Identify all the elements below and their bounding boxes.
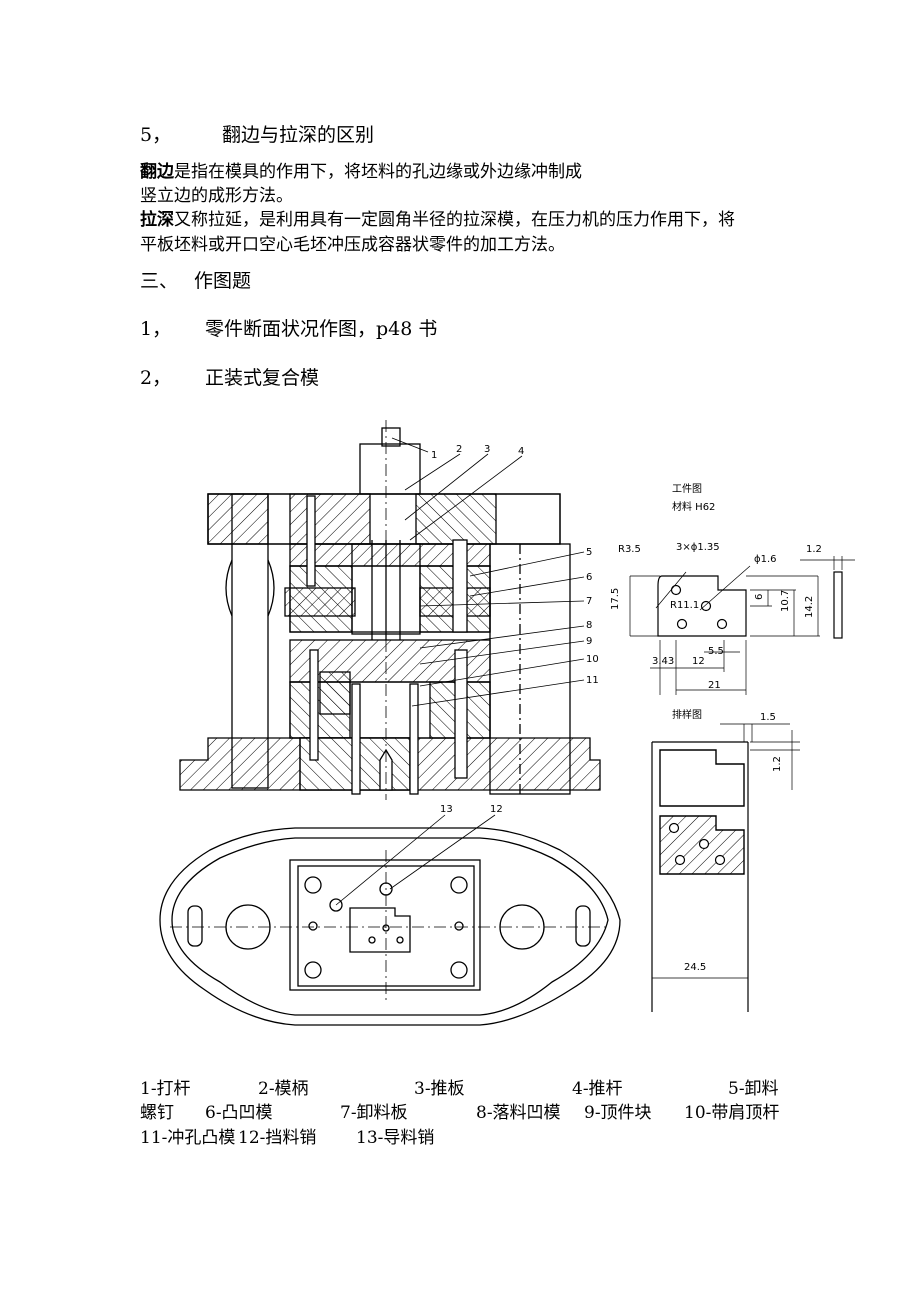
legend-item: 12-挡料销 (238, 1128, 317, 1148)
dim-d21: 21 (708, 680, 721, 691)
legend-item: 4-推杆 (572, 1079, 623, 1099)
legend-item: 2-模柄 (258, 1079, 309, 1099)
dim-phi16: ϕ1.6 (754, 554, 777, 565)
dim-d55: 5.5 (708, 646, 724, 657)
drawing-text-1: 又称拉延，是利用具有一定圆角半径的拉深模，在压力机的压力作用下，将 (174, 210, 735, 230)
die-plan-view (159, 827, 621, 1026)
legend-item: 10-带肩顶杆 (684, 1103, 780, 1123)
dim-thick: 1.2 (806, 544, 822, 555)
legend-item: 8-落料凹模 (476, 1103, 561, 1123)
callout-5: 5 (586, 547, 592, 558)
callout-13: 13 (440, 804, 453, 815)
drawing-definition: 拉深又称拉延，是利用具有一定圆角半径的拉深模，在压力机的压力作用下，将 (140, 209, 735, 231)
workpiece-title: 工件图 (672, 483, 702, 495)
section5-title: 翻边与拉深的区别 (222, 124, 375, 146)
dim-h175: 17.5 (610, 588, 621, 610)
layout-title: 排样图 (672, 708, 702, 721)
workpiece-material: 材料 H62 (672, 500, 715, 513)
drawing-text-2: 平板坯料或开口空心毛坯冲压成容器状零件的加工方法。 (140, 235, 565, 255)
flanging-definition: 翻边是指在模具的作用下，将坯料的孔边缘或外边缘冲制成 (140, 161, 582, 183)
callout-9: 9 (586, 636, 592, 647)
layout-labels: 排样图 1.5 1.2 24.5 (672, 708, 783, 973)
flanging-text-1: 是指在模具的作用下，将坯料的孔边缘或外边缘冲制成 (174, 162, 582, 182)
layout-width: 24.5 (684, 962, 706, 973)
callout-6: 6 (586, 572, 592, 583)
callout-1: 1 (431, 450, 437, 461)
dim-d107: 10.7 (780, 590, 791, 612)
layout-pitch: 1.5 (760, 712, 776, 723)
dim-r111: R11.1 (670, 600, 699, 611)
dim-d12: 12 (692, 656, 705, 667)
legend-item: 13-导料销 (356, 1128, 435, 1148)
legend-item: 11-冲孔凸模 (140, 1128, 236, 1148)
legend-item: 5-卸料 (728, 1079, 779, 1099)
drawing-term: 拉深 (140, 210, 174, 230)
die-section-view (179, 420, 601, 800)
callout-12: 12 (490, 804, 503, 815)
callout-3: 3 (484, 444, 490, 455)
dim-d6: 6 (754, 594, 765, 600)
legend-item: 7-卸料板 (340, 1103, 408, 1123)
legend-item: 6-凸凹模 (205, 1103, 273, 1123)
workpiece-shape (629, 556, 855, 695)
legend-item: 螺钉 (140, 1103, 174, 1123)
item2-number: 2， (140, 367, 172, 389)
flanging-text-2: 竖立边的成形方法。 (140, 186, 293, 206)
flanging-term: 翻边 (140, 162, 174, 182)
callout-8: 8 (586, 620, 592, 631)
legend-item: 1-打杆 (140, 1079, 191, 1099)
dim-d142: 14.2 (804, 596, 815, 618)
strip-layout (651, 723, 800, 1012)
item1-text: 零件断面状况作图，p48 书 (205, 318, 438, 340)
callout-2: 2 (456, 444, 462, 455)
callout-7: 7 (586, 596, 592, 607)
section3-number: 三、 (140, 270, 179, 292)
legend-item: 3-推板 (414, 1079, 465, 1099)
workpiece-labels: 工件图 材料 H62 R3.5 3×ϕ1.35 ϕ1.6 1.2 17.5 R1… (610, 483, 822, 691)
item2-text: 正装式复合模 (205, 367, 320, 389)
callout-leaders (391, 437, 585, 707)
dim-d343: 3.43 (652, 656, 674, 667)
dim-r35: R3.5 (618, 544, 641, 555)
callout-labels: 1 2 3 4 5 6 7 8 9 10 11 12 13 (431, 444, 599, 815)
callout-10: 10 (586, 654, 599, 665)
item1-number: 1， (140, 318, 172, 340)
layout-edge: 1.2 (772, 756, 783, 772)
section5-number: 5， (140, 124, 172, 146)
legend-item: 9-顶件块 (584, 1103, 652, 1123)
dim-holes: 3×ϕ1.35 (676, 542, 720, 553)
callout-11: 11 (586, 675, 599, 686)
plan-leaders (335, 814, 496, 906)
section3-title: 作图题 (194, 270, 252, 292)
callout-4: 4 (518, 446, 524, 457)
